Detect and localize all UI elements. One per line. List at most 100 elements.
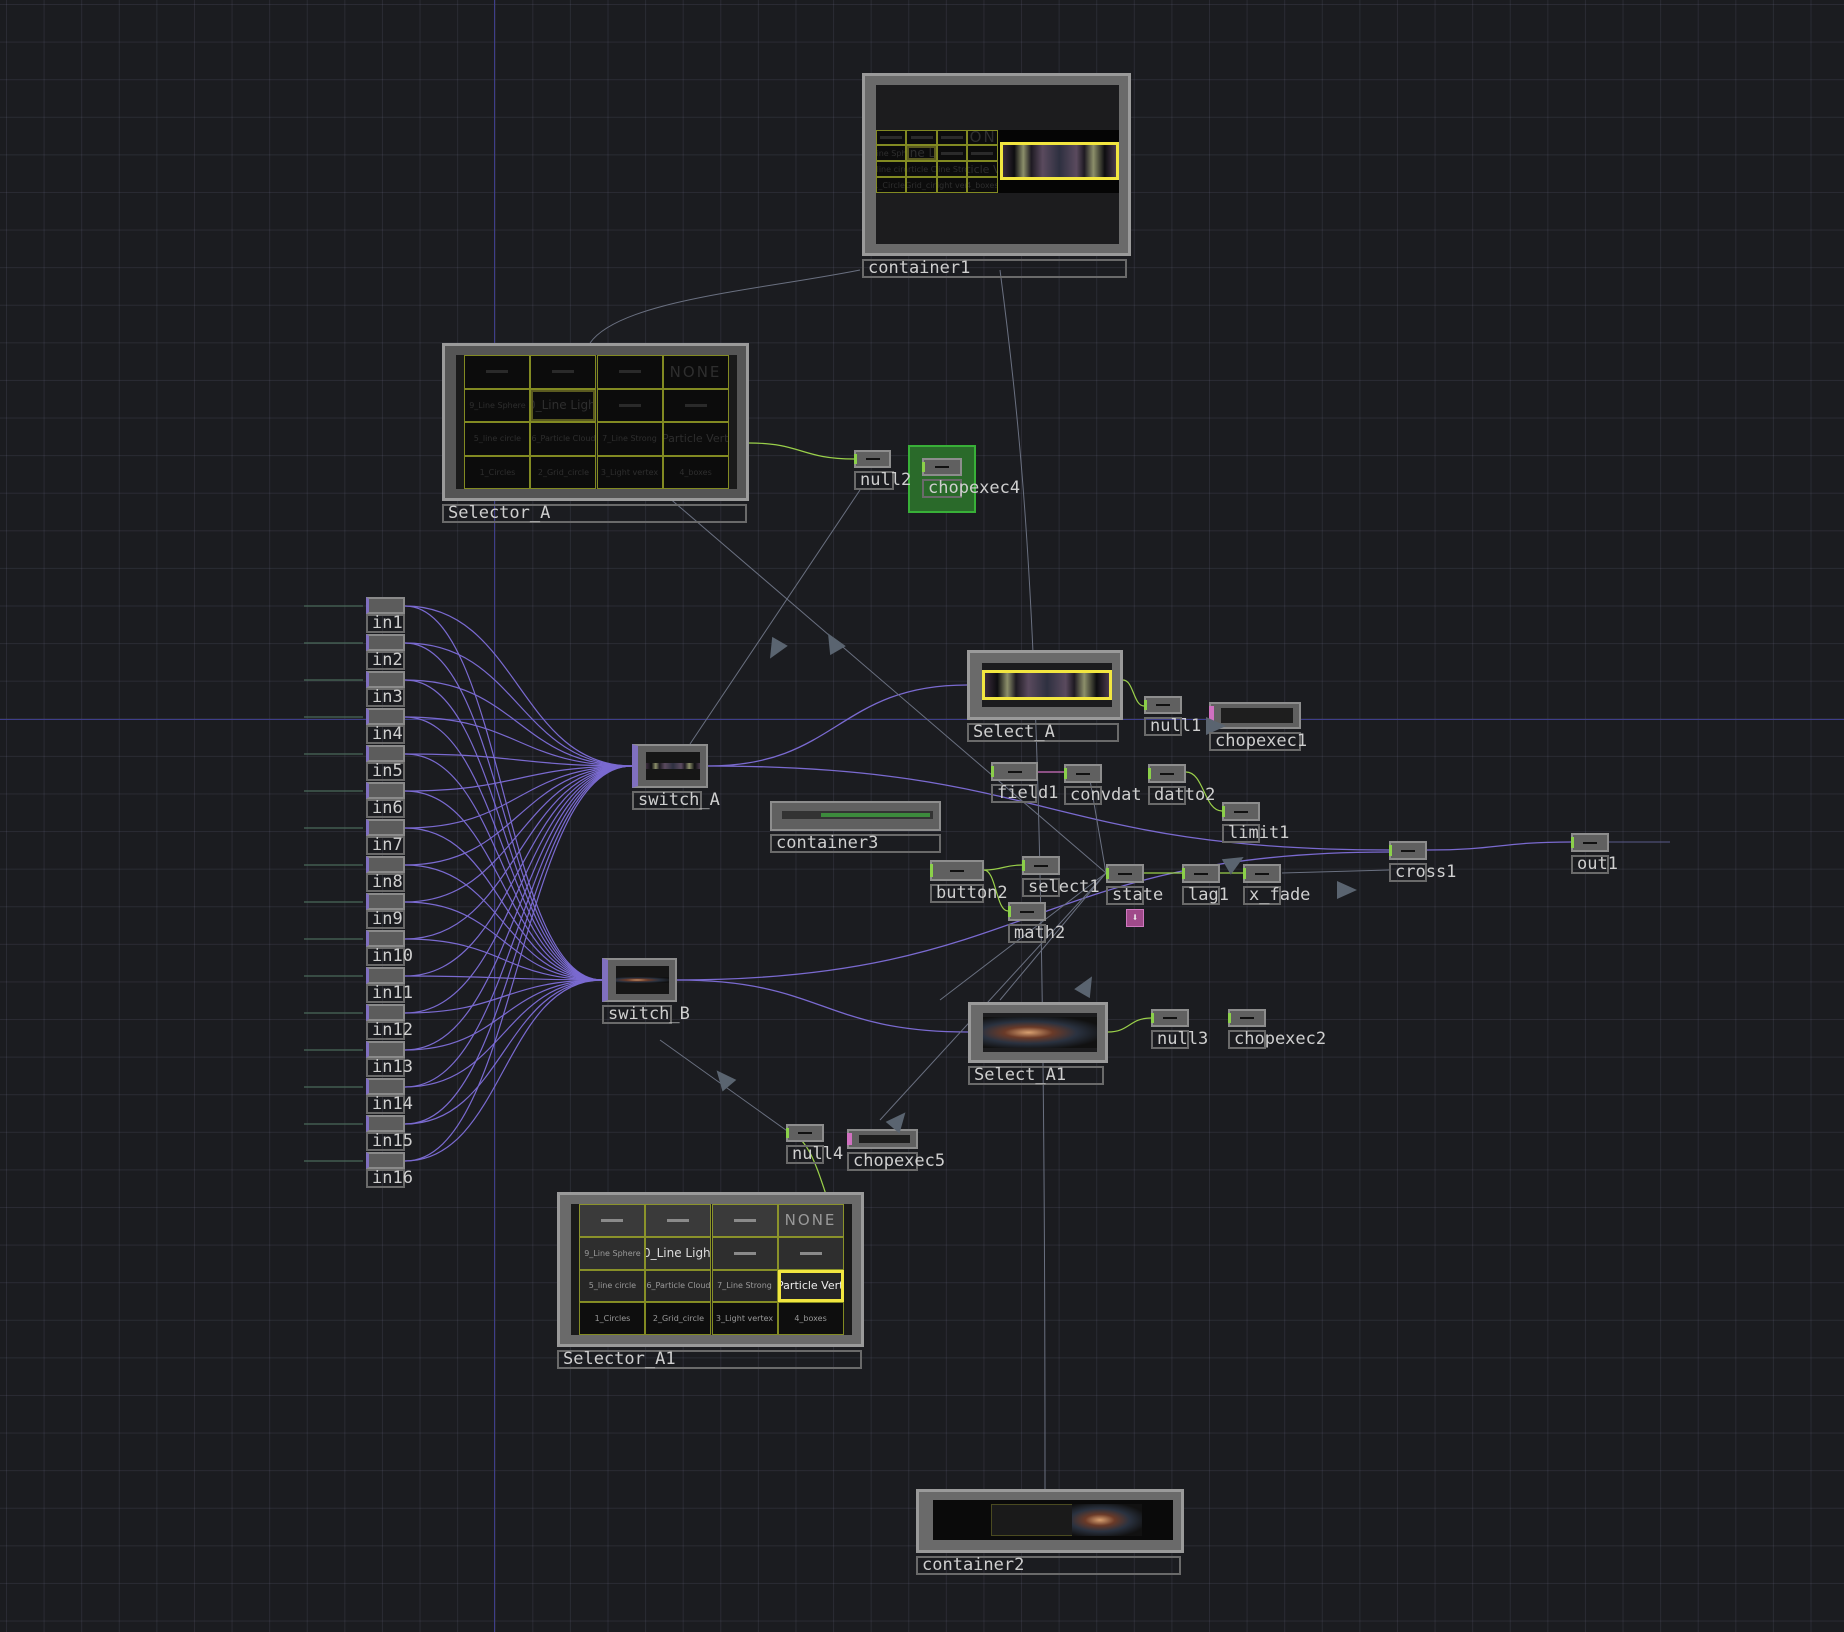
node-label[interactable]: switch_A bbox=[632, 791, 720, 810]
node-body[interactable] bbox=[1106, 864, 1144, 883]
node-body[interactable] bbox=[366, 634, 405, 651]
node-label[interactable]: math2 bbox=[1008, 924, 1065, 943]
node-label[interactable]: in8 bbox=[366, 873, 405, 892]
node-label[interactable]: null3 bbox=[1151, 1030, 1208, 1049]
node-label[interactable]: in11 bbox=[366, 984, 413, 1003]
node-body[interactable] bbox=[922, 458, 962, 476]
node-label[interactable]: container1 bbox=[862, 259, 1127, 278]
selector-cell[interactable]: 1_Circles bbox=[579, 1302, 646, 1335]
selector-cell[interactable]: 5_line circle bbox=[579, 1269, 646, 1303]
node-body[interactable] bbox=[1022, 856, 1060, 875]
selector-cell[interactable]: 9_Line Sphere bbox=[579, 1236, 646, 1270]
node-label[interactable]: in5 bbox=[366, 762, 405, 781]
selector-cell[interactable]: 10_Line Lights bbox=[906, 145, 937, 162]
input-connector[interactable] bbox=[854, 454, 857, 464]
node-body[interactable] bbox=[991, 762, 1038, 781]
node-label[interactable]: in2 bbox=[366, 651, 405, 670]
node-label[interactable]: in9 bbox=[366, 910, 405, 929]
node-body[interactable] bbox=[366, 967, 405, 984]
selector-cell[interactable] bbox=[464, 355, 531, 389]
selector-cell[interactable]: 3_Light vertex bbox=[596, 455, 663, 489]
node-body[interactable] bbox=[366, 1115, 405, 1132]
node-label[interactable]: in15 bbox=[366, 1132, 413, 1151]
node-body[interactable] bbox=[602, 958, 677, 1002]
download-arrow-icon[interactable]: ⬇ bbox=[1126, 909, 1144, 927]
input-connector[interactable] bbox=[1106, 868, 1109, 879]
node-body[interactable] bbox=[366, 1078, 405, 1095]
selector-cell[interactable]: 1_Circles bbox=[876, 177, 907, 194]
node-body[interactable] bbox=[366, 597, 405, 614]
selector-cell[interactable] bbox=[906, 129, 937, 146]
selector-cell[interactable]: 6_Particle Cloud bbox=[530, 422, 597, 456]
input-connector[interactable] bbox=[1008, 906, 1011, 917]
node-label[interactable]: chopexec2 bbox=[1228, 1030, 1326, 1049]
node-label[interactable]: null4 bbox=[786, 1145, 843, 1164]
node-label[interactable]: Selector_A bbox=[442, 504, 747, 523]
node-body[interactable] bbox=[366, 893, 405, 910]
node-label[interactable]: in13 bbox=[366, 1058, 413, 1077]
selector-cell[interactable]: NONE bbox=[777, 1204, 844, 1237]
node-body[interactable] bbox=[1148, 764, 1186, 783]
selector-cell[interactable] bbox=[645, 1204, 712, 1237]
node-body[interactable] bbox=[1389, 841, 1427, 860]
selector-cell[interactable] bbox=[967, 145, 998, 162]
input-connector[interactable] bbox=[786, 1128, 789, 1138]
input-connector[interactable] bbox=[1144, 700, 1147, 710]
selector-cell[interactable]: 4_boxes bbox=[662, 455, 729, 489]
node-label[interactable]: in7 bbox=[366, 836, 405, 855]
node-body[interactable] bbox=[1209, 702, 1301, 729]
node-label[interactable]: in14 bbox=[366, 1095, 413, 1114]
selector-cell[interactable]: 2_Grid_circle bbox=[645, 1302, 712, 1335]
node-label[interactable]: select1 bbox=[1022, 878, 1100, 897]
selector-cell[interactable] bbox=[711, 1236, 778, 1270]
node-label[interactable]: switch_B bbox=[602, 1005, 690, 1024]
node-body[interactable] bbox=[930, 860, 984, 881]
node-label[interactable]: field1 bbox=[991, 784, 1058, 803]
node-label[interactable]: cross1 bbox=[1389, 863, 1456, 882]
node-body[interactable] bbox=[1144, 696, 1182, 714]
node-body[interactable] bbox=[366, 856, 405, 873]
selector-cell[interactable] bbox=[596, 355, 663, 389]
node-body[interactable] bbox=[770, 801, 941, 831]
node-body[interactable] bbox=[1571, 833, 1609, 852]
selector-cell[interactable] bbox=[936, 129, 968, 146]
node-body[interactable] bbox=[366, 1004, 405, 1021]
node-label[interactable]: container3 bbox=[770, 834, 941, 853]
node-label[interactable]: out1 bbox=[1571, 855, 1618, 874]
input-connector[interactable] bbox=[1228, 1013, 1231, 1023]
selector-cell[interactable]: 5_line circle bbox=[876, 161, 907, 178]
selector-cell[interactable]: 2_Grid_circle bbox=[906, 177, 937, 194]
node-body[interactable] bbox=[1151, 1009, 1189, 1027]
node-label[interactable]: chopexec5 bbox=[847, 1152, 945, 1171]
selector-cell[interactable] bbox=[876, 129, 907, 146]
node-label[interactable]: Select_A bbox=[967, 723, 1119, 742]
node-body[interactable] bbox=[1228, 1009, 1266, 1027]
node-body[interactable] bbox=[1064, 764, 1102, 783]
input-connector[interactable] bbox=[1243, 868, 1246, 879]
node-body[interactable] bbox=[366, 708, 405, 725]
node-label[interactable]: in12 bbox=[366, 1021, 413, 1040]
selector-cell[interactable]: 6_Particle Cloud bbox=[645, 1269, 712, 1303]
selector-cell[interactable]: 5_line circle bbox=[464, 422, 531, 456]
selector-cell[interactable]: 7_Line Strong bbox=[936, 161, 968, 178]
node-body[interactable] bbox=[366, 782, 405, 799]
node-label[interactable]: lag1 bbox=[1182, 886, 1229, 905]
selector-cell[interactable] bbox=[777, 1236, 844, 1270]
input-connector[interactable] bbox=[1151, 1013, 1154, 1023]
selector-cell[interactable]: 8_Particle Vertex bbox=[662, 422, 729, 456]
selector-cell[interactable]: 7_Line Strong bbox=[596, 422, 663, 456]
node-label[interactable]: in3 bbox=[366, 688, 405, 707]
node-label[interactable]: x_fade bbox=[1243, 886, 1310, 905]
selector-cell[interactable]: 9_Line Sphere bbox=[464, 388, 531, 422]
node-body[interactable] bbox=[916, 1489, 1184, 1553]
node-label[interactable]: in16 bbox=[366, 1169, 413, 1188]
selector-cell[interactable]: 4_boxes bbox=[967, 177, 998, 194]
selector-cell[interactable]: 7_Line Strong bbox=[711, 1269, 778, 1303]
node-body[interactable] bbox=[968, 1002, 1108, 1063]
node-label[interactable]: in6 bbox=[366, 799, 405, 818]
node-body[interactable] bbox=[1182, 864, 1220, 883]
node-label[interactable]: button2 bbox=[930, 884, 1008, 903]
node-body[interactable] bbox=[847, 1129, 918, 1149]
